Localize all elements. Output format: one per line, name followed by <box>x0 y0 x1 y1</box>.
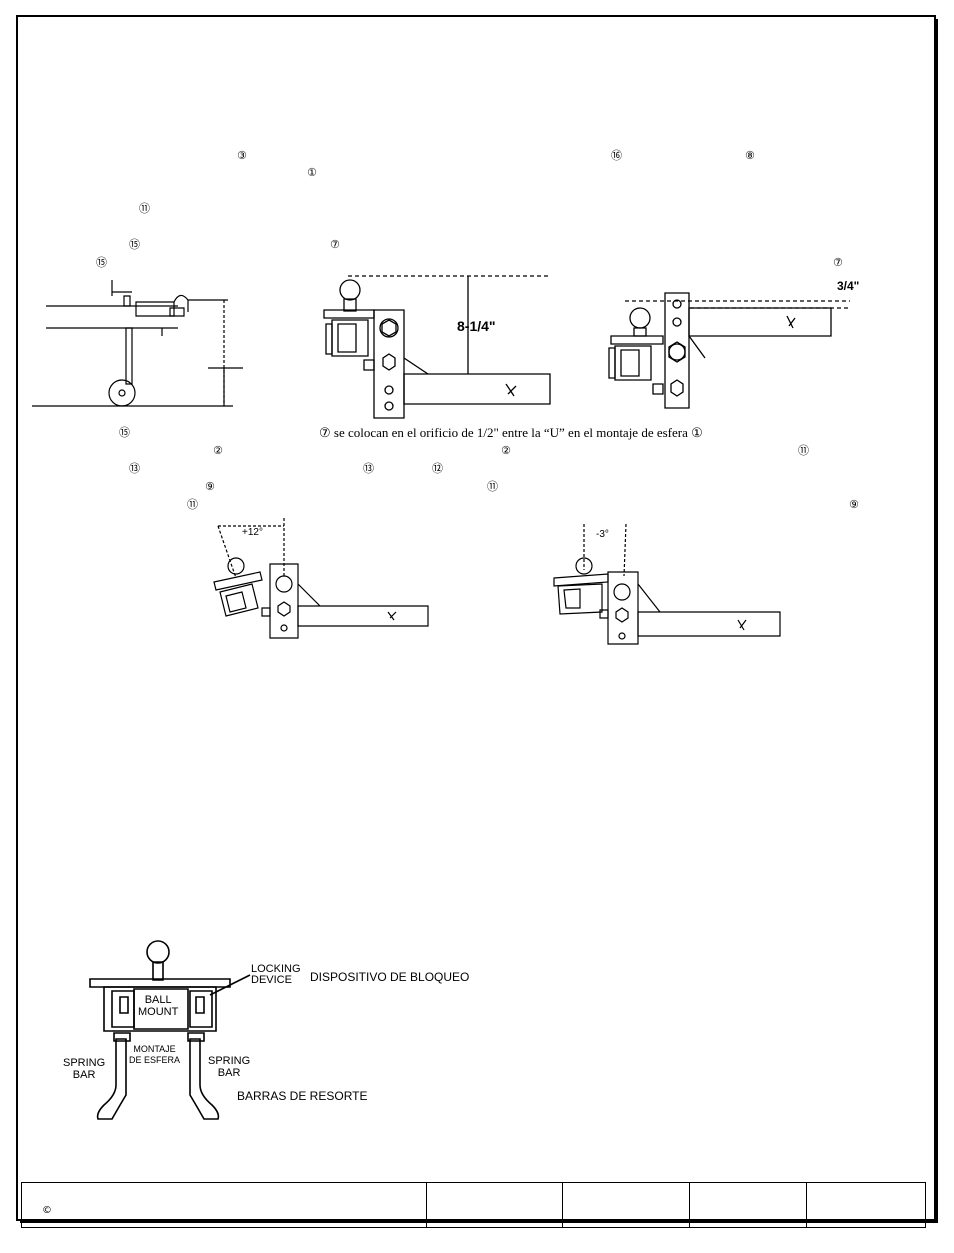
tilt-minus-label: -3° <box>596 529 609 540</box>
page-border-shadow-bottom <box>20 1221 938 1223</box>
callout-16: ⑯ <box>611 149 622 162</box>
ball-mount-label-es: MONTAJE DE ESFERA <box>129 1044 181 1065</box>
spring-bars-label-es: BARRAS DE RESORTE <box>237 1089 368 1103</box>
ball-mount-label-en: BALL MOUNT <box>138 994 179 1018</box>
callout-12: ⑫ <box>432 462 443 475</box>
callout-2: ② <box>501 444 511 457</box>
callout-3: ③ <box>237 149 247 162</box>
callout-11: ⑪ <box>798 444 809 457</box>
spring-bar-right-label: SPRING BAR <box>208 1055 251 1079</box>
caption-line: ⑦ se colocan en el orificio de 1/2" entr… <box>319 425 703 440</box>
locking-device-label-en: LOCKING DEVICE <box>251 963 301 986</box>
copyright-mark: © <box>42 1205 52 1216</box>
tilt-plus-figure <box>208 516 436 644</box>
callout-7: ⑦ <box>833 256 843 269</box>
title-block-cell <box>689 1183 690 1227</box>
callout-9: ⑨ <box>205 480 215 493</box>
callout-15: ⑮ <box>119 426 130 439</box>
title-block-cell <box>562 1183 563 1227</box>
page-border-shadow-right <box>936 19 938 1223</box>
title-block-cell <box>426 1183 427 1227</box>
title-block-cell <box>806 1183 807 1227</box>
locking-device-label-es: DISPOSITIVO DE BLOQUEO <box>310 970 470 984</box>
title-block: © <box>21 1182 926 1228</box>
callout-13: ⑬ <box>129 462 140 475</box>
ball-mount-offset-figure <box>605 288 860 413</box>
callout-1: ① <box>307 166 317 179</box>
callout-9: ⑨ <box>849 498 859 511</box>
callout-2: ② <box>213 444 223 457</box>
offset-label: 3/4" <box>837 279 860 293</box>
spring-bar-left-label: SPRING BAR <box>63 1057 106 1081</box>
callout-11: ⑪ <box>139 202 150 215</box>
locking-device-figure <box>60 935 310 1130</box>
callout-11: ⑪ <box>187 498 198 511</box>
page-border <box>16 15 936 1221</box>
callout-8: ⑧ <box>745 149 755 162</box>
height-label: 8-1/4" <box>457 318 496 334</box>
callout-15: ⑮ <box>96 256 107 269</box>
trailer-jack-figure <box>28 268 248 413</box>
tilt-minus-figure <box>550 520 785 648</box>
tilt-plus-label: +12° <box>242 527 263 538</box>
callout-11: ⑪ <box>487 480 498 493</box>
ball-mount-height-figure <box>318 268 558 423</box>
callout-13: ⑬ <box>363 462 374 475</box>
callout-15: ⑮ <box>129 238 140 251</box>
callout-7: ⑦ <box>330 238 340 251</box>
